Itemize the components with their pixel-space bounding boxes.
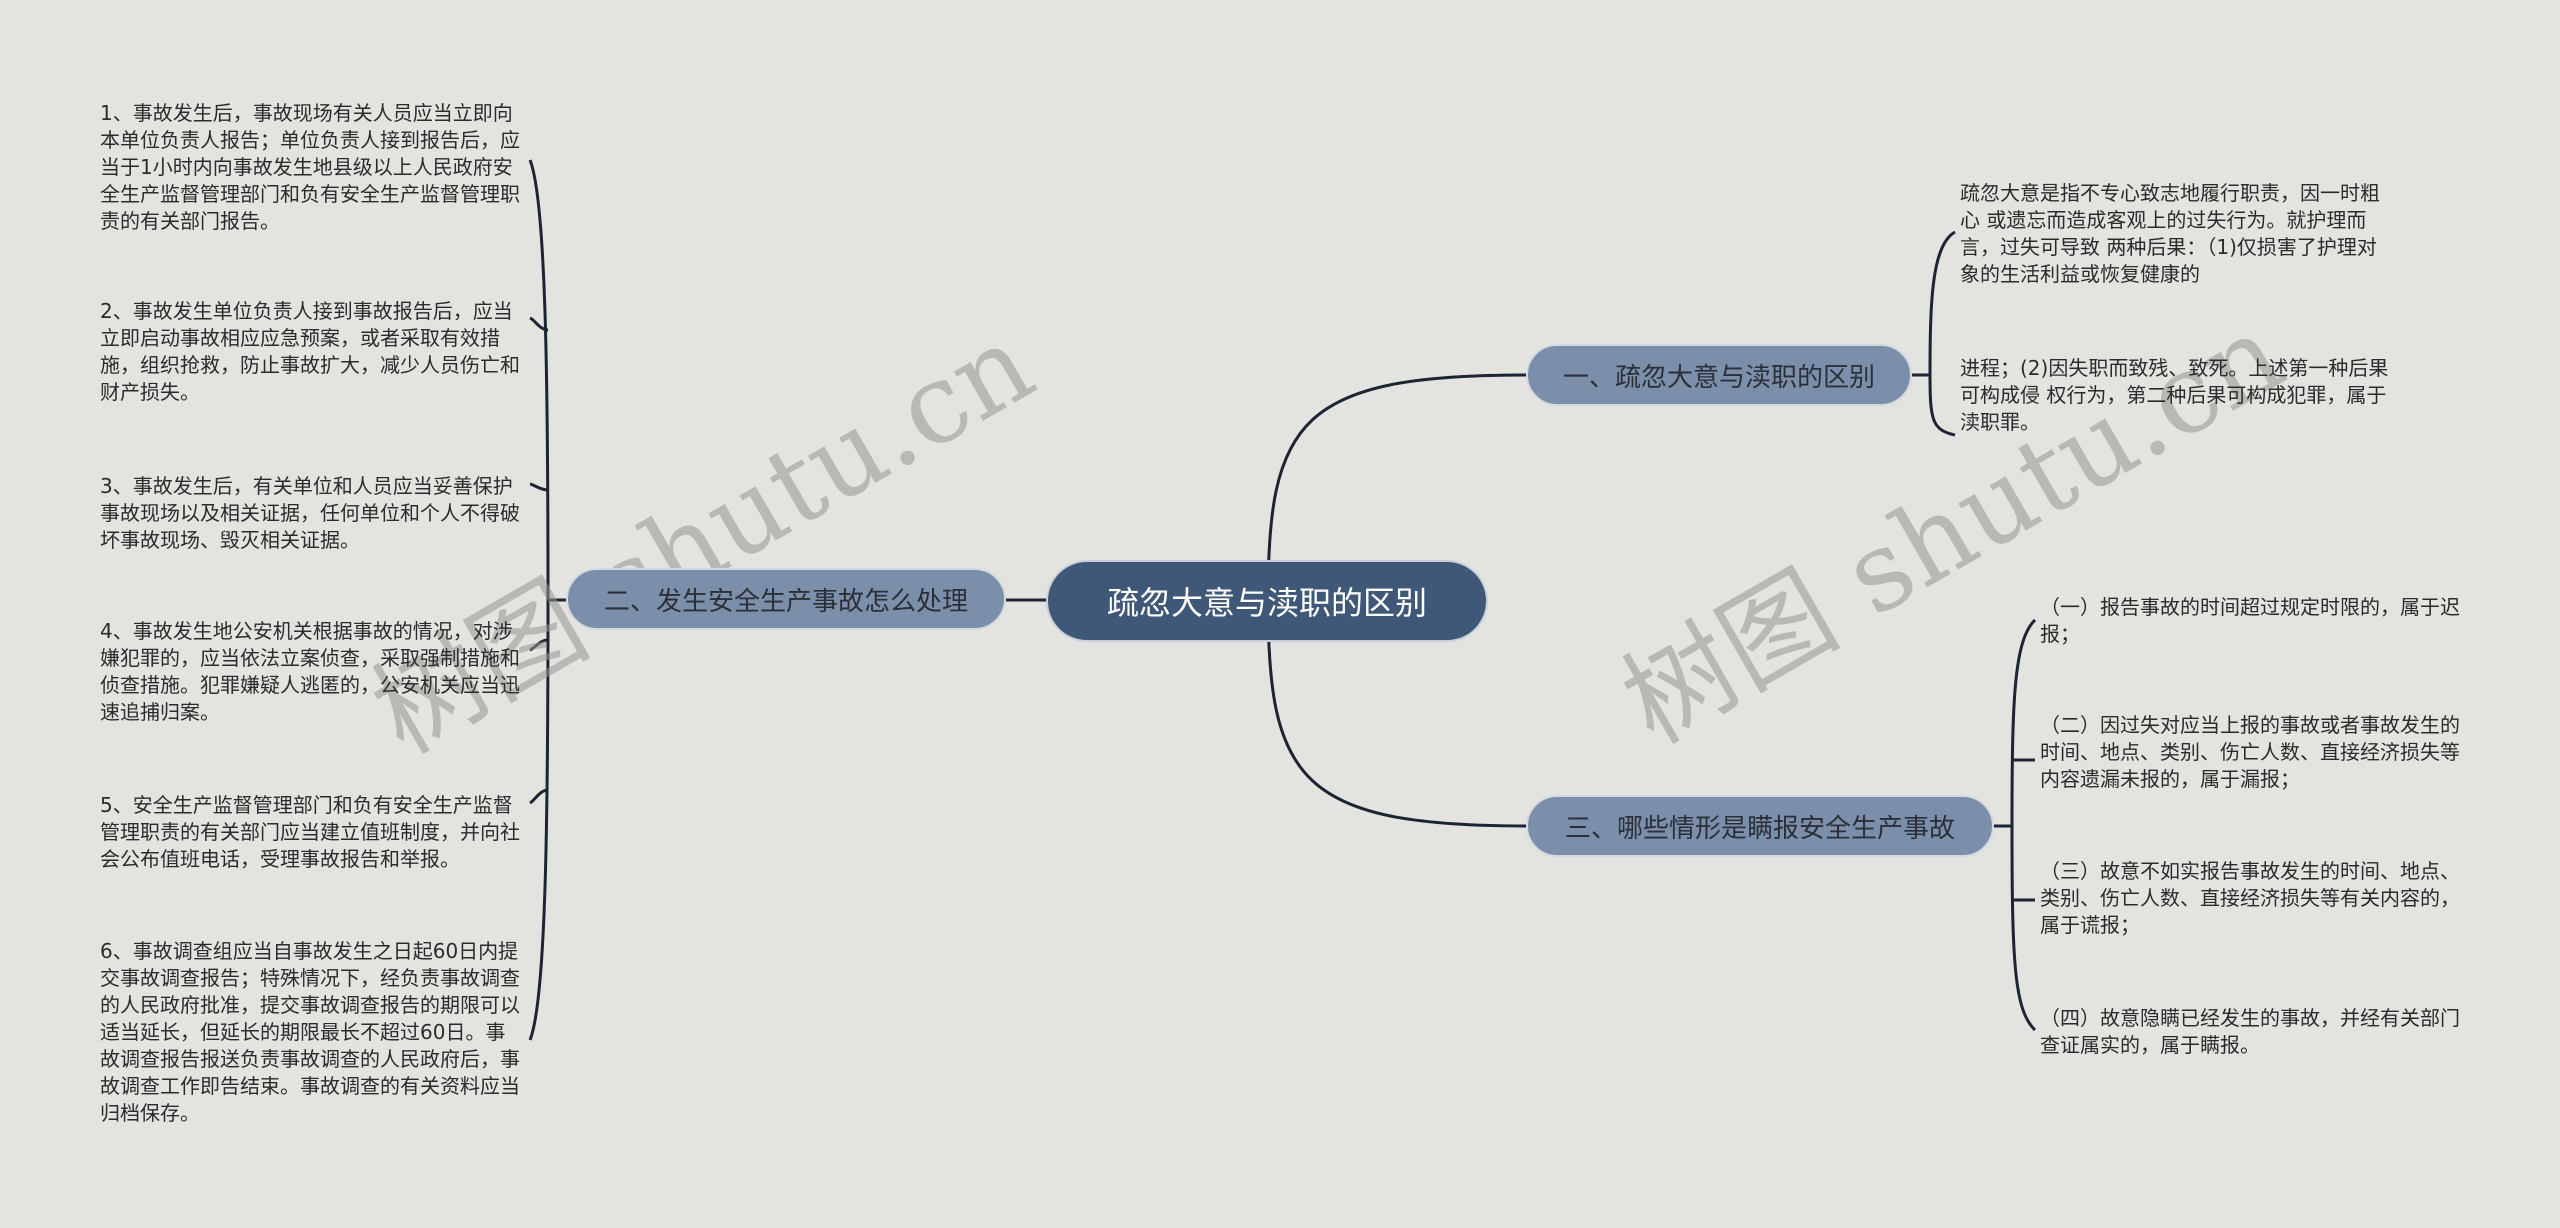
leaf-text: 3、事故发生后，有关单位和人员应当妥善保护事故现场以及相关证据，任何单位和个人不… <box>100 474 520 552</box>
leaf-text: （二）因过失对应当上报的事故或者事故发生的时间、地点、类别、伤亡人数、直接经济损… <box>2040 713 2460 791</box>
leaf-text: 4、事故发生地公安机关根据事故的情况，对涉嫌犯罪的，应当依法立案侦查，采取强制措… <box>100 619 520 724</box>
leaf-text: 1、事故发生后，事故现场有关人员应当立即向本单位负责人报告；单位负责人接到报告后… <box>100 101 520 233</box>
leaf-text: （三）故意不如实报告事故发生的时间、地点、类别、伤亡人数、直接经济损失等有关内容… <box>2040 859 2460 937</box>
leaf-text: 5、安全生产监督管理部门和负有安全生产监督管理职责的有关部门应当建立值班制度，并… <box>100 793 520 871</box>
leaf-text: 疏忽大意是指不专心致志地履行职责，因一时粗心 或遗忘而造成客观上的过失行为。就护… <box>1960 181 2380 286</box>
root-label: 疏忽大意与渎职的区别 <box>1106 584 1427 622</box>
leaf-text: 进程；(2)因失职而致残、致死。上述第一种后果可构成侵 权行为，第二种后果可构成… <box>1960 356 2389 434</box>
leaf-text: （一）报告事故的时间超过规定时限的，属于迟报； <box>2040 595 2460 646</box>
branch-node-1[interactable]: 一、疏忽大意与渎职的区别 <box>1526 344 1912 406</box>
branch-node-2[interactable]: 二、发生安全生产事故怎么处理 <box>566 568 1006 630</box>
branch-label: 二、发生安全生产事故怎么处理 <box>603 586 968 617</box>
leaf-text: 2、事故发生单位负责人接到事故报告后，应当立即启动事故相应应急预案，或者采取有效… <box>100 299 520 404</box>
leaf-text: （四）故意隐瞒已经发生的事故，并经有关部门查证属实的，属于瞒报。 <box>2040 1006 2460 1057</box>
branch-node-3[interactable]: 三、哪些情形是瞒报安全生产事故 <box>1526 795 1994 857</box>
leaf-text: 6、事故调查组应当自事故发生之日起60日内提交事故调查报告；特殊情况下，经负责事… <box>100 939 520 1125</box>
branch-label: 三、哪些情形是瞒报安全生产事故 <box>1564 813 1955 844</box>
branch-label: 一、疏忽大意与渎职的区别 <box>1562 362 1875 393</box>
root-node[interactable]: 疏忽大意与渎职的区别 <box>1046 560 1488 642</box>
